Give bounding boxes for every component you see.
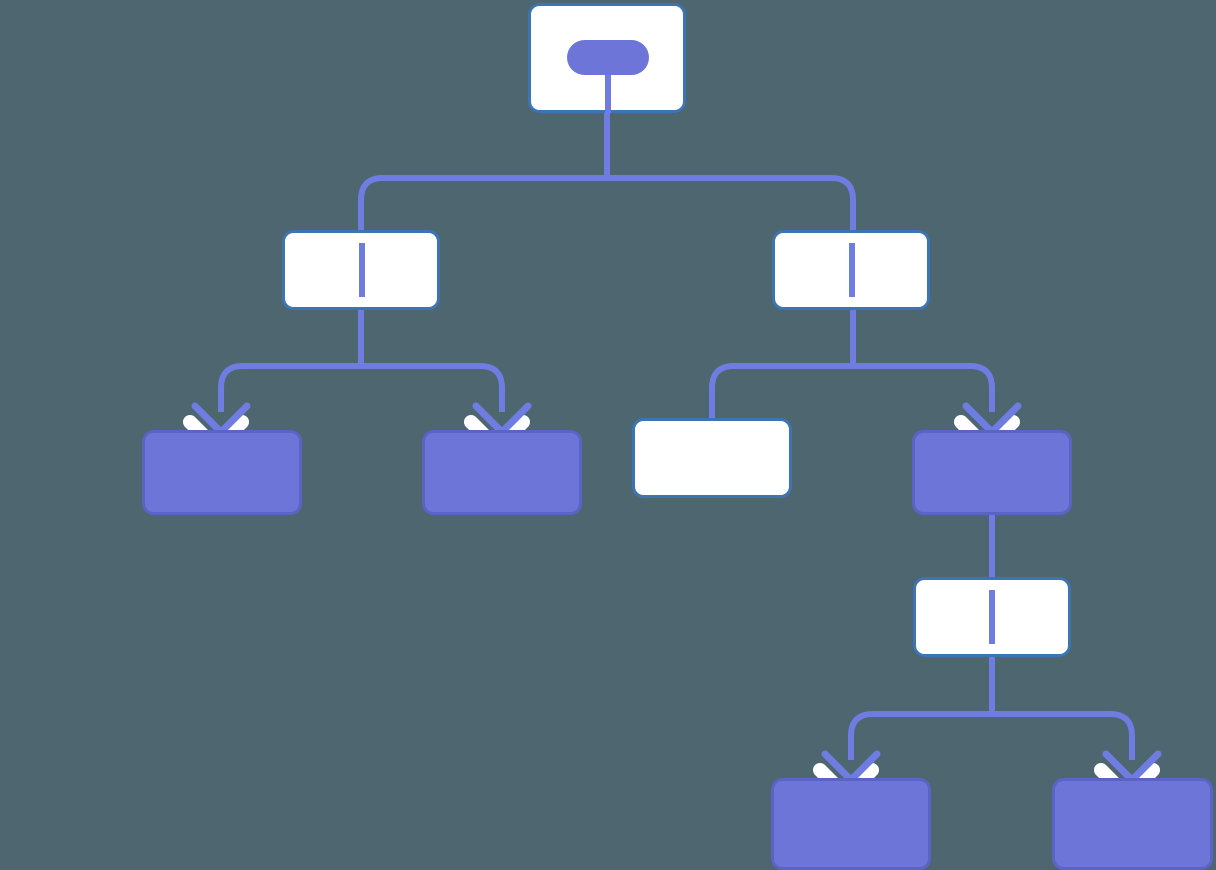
level3-node-d[interactable] bbox=[912, 430, 1072, 515]
level3-node-c-shape[interactable] bbox=[632, 418, 792, 498]
root-node-pill-icon bbox=[567, 40, 649, 75]
root-node[interactable] bbox=[528, 3, 686, 114]
connectors-layer bbox=[218, 113, 1135, 760]
level5-node-b[interactable] bbox=[1052, 778, 1213, 870]
connector-root-to-level2[interactable] bbox=[358, 113, 856, 230]
level3-node-b[interactable] bbox=[422, 430, 582, 515]
level3-node-d-shape[interactable] bbox=[912, 430, 1072, 515]
level5-node-a[interactable] bbox=[771, 778, 931, 870]
level2-right-node[interactable] bbox=[772, 230, 930, 310]
level3-node-a[interactable] bbox=[142, 430, 302, 515]
level2-right-node-bar-icon bbox=[849, 243, 855, 297]
level4-node[interactable] bbox=[913, 577, 1071, 657]
connector-level4-to-level5[interactable] bbox=[848, 657, 1135, 760]
level2-left-node-bar-icon bbox=[359, 243, 365, 297]
level2-left-node[interactable] bbox=[282, 230, 440, 310]
level3-node-c[interactable] bbox=[632, 418, 792, 498]
connector-level2-left-to-level3[interactable] bbox=[218, 310, 505, 412]
level5-node-b-shape[interactable] bbox=[1052, 778, 1213, 870]
nodes-layer bbox=[142, 3, 1213, 870]
level3-node-b-shape[interactable] bbox=[422, 430, 582, 515]
connector-level2-right-to-level3[interactable] bbox=[709, 310, 995, 418]
level5-node-a-shape[interactable] bbox=[771, 778, 931, 870]
level4-node-bar-icon bbox=[989, 590, 995, 644]
level3-node-a-shape[interactable] bbox=[142, 430, 302, 515]
root-node-stem bbox=[605, 75, 611, 113]
